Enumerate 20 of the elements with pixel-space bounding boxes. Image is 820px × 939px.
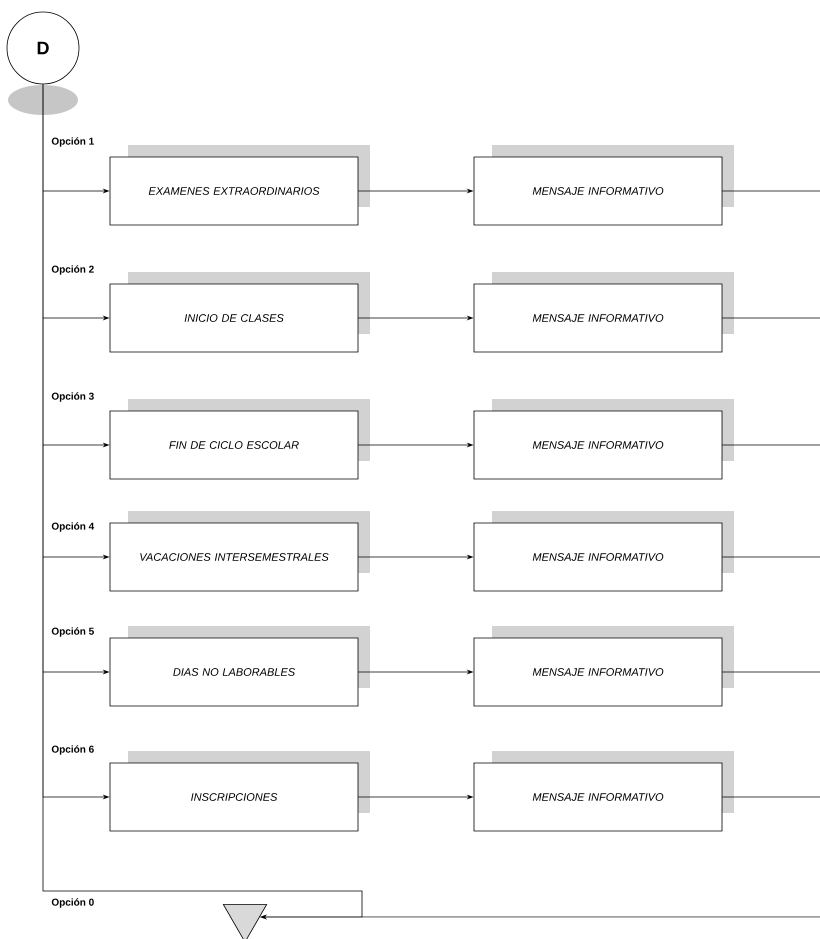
process-box: MENSAJE INFORMATIVO (474, 511, 734, 592)
edge-label: Opción 5 (50, 626, 96, 638)
process-box: VACACIONES INTERSEMESTRALES (110, 511, 370, 592)
process-box: EXAMENES EXTRAORDINARIOS (110, 145, 370, 226)
edge-label: Opción 0 (50, 897, 96, 909)
triangle-symbol (222, 904, 268, 939)
process-box: DIAS NO LABORABLES (110, 626, 370, 706)
edge-label: Opción 3 (50, 391, 96, 403)
process-box: MENSAJE INFORMATIVO (474, 272, 734, 352)
process-box: MENSAJE INFORMATIVO (474, 145, 734, 226)
edge-label: Opción 2 (50, 264, 96, 276)
process-box: FIN DE CICLO ESCOLAR (110, 399, 370, 480)
edge-label: Opción 1 (50, 136, 96, 148)
process-box: INICIO DE CLASES (110, 272, 370, 352)
process-box: MENSAJE INFORMATIVO (474, 751, 734, 832)
process-box: INSCRIPCIONES (110, 751, 370, 832)
process-box: MENSAJE INFORMATIVO (474, 626, 734, 706)
process-box: MENSAJE INFORMATIVO (474, 399, 734, 480)
edge-label: Opción 6 (50, 744, 96, 756)
edge-label: Opción 4 (50, 521, 96, 533)
